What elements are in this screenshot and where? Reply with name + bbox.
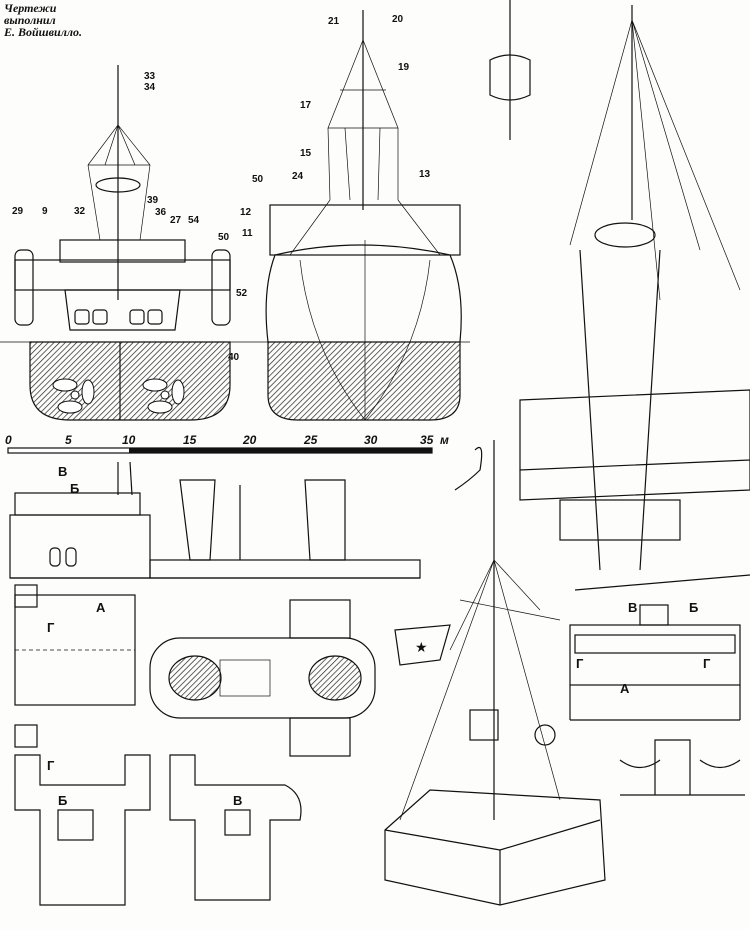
flag-star-icon: ★ <box>415 639 428 655</box>
scale-bar: 0 5 10 15 20 25 30 35 м <box>5 433 449 454</box>
callout-50: 50 <box>218 232 230 243</box>
perspective-bridge-view <box>489 0 750 591</box>
callout-13: 13 <box>419 169 431 180</box>
plan-deck-b <box>14 754 151 906</box>
callout-27: 27 <box>170 215 182 226</box>
scale-tick-0: 0 <box>5 433 12 447</box>
inset-bridge-front <box>569 604 745 796</box>
callout-21: 21 <box>328 16 340 27</box>
section-label-b-plan: Б <box>58 793 67 808</box>
bow-underwater-hull <box>267 341 461 421</box>
callout-17: 17 <box>300 100 312 111</box>
side-elevation <box>9 461 421 579</box>
scale-tick-20: 20 <box>242 433 257 447</box>
scale-tick-35: 35 <box>420 433 434 447</box>
callout-19: 19 <box>398 62 410 73</box>
section-label-a-inset: А <box>620 681 630 696</box>
callout-9: 9 <box>42 206 48 217</box>
callout-34: 34 <box>144 82 156 93</box>
credit-line-3: Е. Войшвилло. <box>4 25 83 39</box>
pennant-icon <box>454 446 483 491</box>
callout-15: 15 <box>300 148 312 159</box>
scale-tick-25: 25 <box>303 433 318 447</box>
callout-20: 20 <box>392 14 404 25</box>
callout-39: 39 <box>147 195 159 206</box>
stern-view <box>14 65 231 421</box>
credit-line-1: Чертежи <box>4 1 57 15</box>
section-label-v-plan: В <box>233 793 242 808</box>
section-label-g-plan-2: Г <box>47 758 55 773</box>
callout-54: 54 <box>188 215 200 226</box>
section-label-v-side: В <box>58 464 67 479</box>
plan-deck-v <box>169 754 302 901</box>
callout-36: 36 <box>155 207 167 218</box>
callout-52: 52 <box>236 288 248 299</box>
plan-main-deck <box>149 599 376 757</box>
scale-tick-5: 5 <box>65 433 72 447</box>
bow-view <box>265 10 462 421</box>
credit-line-2: выполнил <box>4 13 56 27</box>
section-label-v-inset: В <box>628 600 637 615</box>
scale-unit: м <box>440 433 449 447</box>
callout-12: 12 <box>240 207 252 218</box>
scale-tick-10: 10 <box>122 433 136 447</box>
scale-tick-30: 30 <box>364 433 378 447</box>
section-label-g-plan-1: Г <box>47 620 55 635</box>
section-label-a-plan: А <box>96 600 106 615</box>
drawing-credit: Чертежи выполнил Е. Войшвилло. <box>4 2 82 38</box>
section-label-g-inset-2: Г <box>703 656 711 671</box>
section-label-g-inset-1: Г <box>576 656 584 671</box>
callout-29: 29 <box>12 206 24 217</box>
perspective-bow-view: ★ <box>384 440 606 906</box>
section-label-b-side: Б <box>70 481 79 496</box>
callout-11: 11 <box>242 228 253 239</box>
callout-32: 32 <box>74 206 86 217</box>
scale-tick-15: 15 <box>183 433 197 447</box>
propeller-icon <box>142 378 185 414</box>
propeller-icon <box>52 378 95 414</box>
section-label-b-inset: Б <box>689 600 698 615</box>
naval-flag-icon <box>394 624 451 666</box>
callout-40: 40 <box>228 352 240 363</box>
callout-33: 33 <box>144 71 156 82</box>
callout-50-bow: 50 <box>252 174 264 185</box>
callout-24: 24 <box>292 171 304 182</box>
plan-deck-a <box>14 584 136 748</box>
